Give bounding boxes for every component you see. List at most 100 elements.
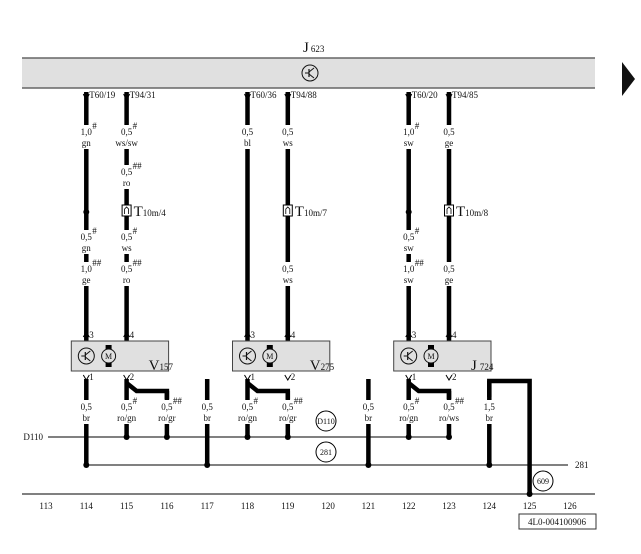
wire-size: 0,5 (443, 402, 455, 412)
wire-color: ro/ws (439, 413, 459, 423)
wire-size: 0,5 (242, 127, 254, 137)
icon-circle (400, 347, 418, 365)
wire-color: gn (82, 243, 92, 253)
wire-color: ws (283, 138, 293, 148)
wire-color: ws (283, 275, 293, 285)
pin-label: T60/19 (89, 90, 115, 100)
pin-number: 4 (452, 330, 457, 340)
wire-size: 0,5 (81, 402, 93, 412)
pin-arrow-icon (445, 331, 453, 338)
d110-ref-label: D110 (317, 417, 334, 426)
pin-label: T94/85 (452, 90, 478, 100)
wire-color: ge (445, 275, 454, 285)
wire-mark: ## (415, 258, 425, 268)
wire-size: 0,5 (282, 127, 294, 137)
motor-icon: M (101, 345, 117, 367)
transistor-icon (239, 347, 256, 365)
pin-label: T60/20 (412, 90, 438, 100)
wire-mark: # (133, 396, 138, 406)
wire-size: 0,5 (202, 402, 214, 412)
next-page-arrow-icon[interactable] (622, 62, 635, 96)
icon-stroke (407, 350, 414, 356)
component-label: V275 (310, 358, 335, 374)
wire-size: 0,5 (121, 264, 133, 274)
wire-size: 0,5 (242, 402, 254, 412)
wire-size: 0,5 (443, 127, 455, 137)
icon-stroke (84, 350, 91, 356)
wire-color: sw (404, 275, 415, 285)
column-number: 125 (523, 501, 537, 511)
wire-size: 1,0 (81, 127, 93, 137)
icon-circle (239, 347, 256, 365)
label-gap (437, 262, 461, 286)
icon-letter: M (266, 352, 273, 361)
wire-size: 0,5 (363, 402, 375, 412)
pin-arrow-icon (405, 374, 413, 381)
component-box (70, 340, 170, 372)
doc-number-box: 4L0-004100906 (518, 513, 597, 530)
wire-color: ro (123, 178, 131, 188)
motor-icon: M (423, 345, 439, 367)
connector-glyph (446, 206, 452, 214)
wires (82, 92, 533, 497)
wire-mark: ## (294, 396, 304, 406)
icon-circle (262, 348, 278, 364)
connector-glyph (285, 206, 291, 214)
c281-ref-circle (315, 441, 337, 463)
column-number: 115 (120, 501, 134, 511)
wire-size: 0,5 (161, 402, 173, 412)
label-gap (234, 400, 261, 424)
wire-color: ge (82, 275, 91, 285)
transistor-icon (77, 347, 95, 365)
pin-number: 2 (452, 372, 457, 382)
label-gap (436, 400, 462, 424)
wire-size: 0,5 (121, 402, 133, 412)
wire-color: ro/gn (238, 413, 257, 423)
label-gap (437, 125, 461, 149)
pin-arrow-icon (445, 374, 453, 381)
label-gap (396, 262, 421, 286)
connector-label: T10m/4 (134, 204, 167, 220)
pin-number: 2 (130, 372, 135, 382)
label-gap (235, 125, 260, 149)
wire-size: 0,5 (403, 402, 415, 412)
wire-ground-loop (487, 378, 532, 494)
splice-dot (83, 209, 90, 215)
wire-color: bl (244, 138, 252, 148)
wire-color: br (486, 413, 494, 423)
wire-mark: # (415, 226, 420, 236)
label-gap (275, 262, 300, 286)
pin-arrow-icon (244, 374, 251, 381)
pin-arrow-icon (123, 374, 131, 381)
wire-size: 1,0 (403, 127, 415, 137)
pin-arrow-icon (123, 93, 131, 102)
pin-arrow-icon (244, 93, 251, 102)
wire-size: 0,5 (443, 264, 455, 274)
label-gap (275, 125, 300, 149)
pin-number: 1 (251, 372, 256, 382)
label-gap (114, 262, 139, 286)
label-gap (74, 125, 99, 149)
pin-number: 3 (251, 330, 256, 340)
wire-color: ro/gn (399, 413, 418, 423)
wire-color: br (83, 413, 91, 423)
pin-number: 4 (291, 330, 296, 340)
wire-color: ro/gr (158, 413, 176, 423)
pin-arrow-icon (123, 331, 131, 338)
label-gap (114, 125, 139, 149)
connector-icon (282, 204, 293, 217)
wire-jog (246, 381, 291, 399)
label-gap (113, 400, 140, 424)
label-gap (396, 230, 421, 254)
icon-stroke (246, 356, 252, 362)
wire-size: 0,5 (403, 232, 415, 242)
label-gap (355, 400, 382, 424)
motor-icon: M (262, 345, 278, 367)
wire-mark: # (415, 396, 420, 406)
pin-label: T60/36 (251, 90, 277, 100)
